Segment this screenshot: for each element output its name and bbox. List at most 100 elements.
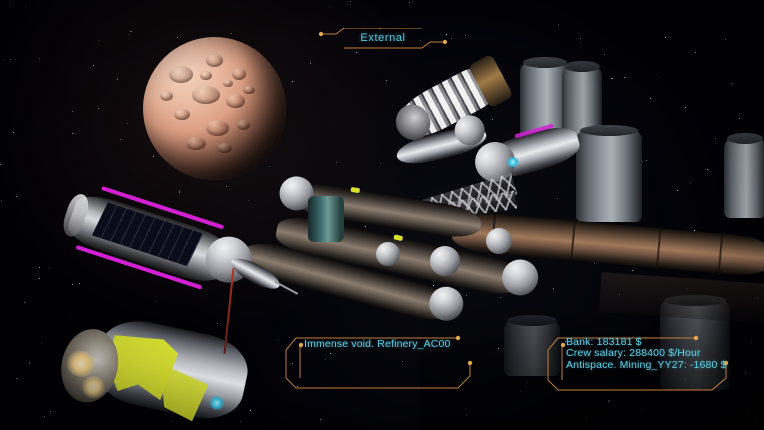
message-panel-frame [285,335,473,389]
star [751,342,753,343]
star [126,123,128,124]
star [641,410,643,412]
star [13,131,15,133]
star [178,191,181,193]
star [557,197,559,199]
star [0,200,2,201]
star [116,78,119,81]
star [153,155,155,157]
star [519,390,521,392]
star [98,108,100,110]
star [738,117,740,119]
star [689,181,691,183]
star [464,35,466,37]
stats-panel[interactable]: Bank: 183181 $ Crew salary: 288400 $/Hou… [544,328,740,394]
star [497,347,500,350]
star [724,39,726,41]
star [48,267,51,270]
star [71,284,73,285]
star [611,77,613,80]
star [71,110,73,112]
star [292,81,294,83]
star [677,189,679,191]
star [715,138,717,140]
star [747,413,749,415]
star [461,404,463,406]
title-frame [318,28,448,49]
star [349,0,351,2]
star [43,415,45,417]
star [309,62,312,65]
star [98,40,99,42]
stats-panel-frame [547,335,729,391]
planet-mars [143,37,286,180]
star [664,37,666,38]
star [658,77,660,79]
message-panel-text: Immense void. Refinery_AC00 [304,338,451,350]
star [225,186,227,188]
view-mode-label: External [360,32,406,44]
star [92,65,94,67]
message-panel[interactable]: Immense void. Refinery_AC00 [282,328,482,390]
star [335,161,337,163]
star [10,59,12,60]
star [380,163,382,165]
star [240,420,242,422]
star [649,98,651,100]
star [557,23,559,25]
node-sphere-1 [430,246,460,276]
star [25,6,27,8]
star [9,4,11,6]
star [38,278,40,280]
star [72,133,74,134]
star [744,372,747,374]
view-mode-title[interactable]: External [310,28,456,52]
star [120,138,121,140]
star [40,343,42,344]
star [623,76,625,78]
star [409,2,410,4]
star [695,51,697,53]
star [39,266,41,268]
star [645,160,647,161]
star [732,421,734,423]
star [730,83,732,85]
star [16,195,18,197]
star [580,41,582,43]
star [465,415,467,416]
stat-mining: Antispace. Mining_YY27: -1680 $ [566,358,727,371]
node-sphere-3 [486,228,512,254]
star [50,410,52,412]
star [28,362,31,364]
star [525,382,527,384]
star [278,339,280,341]
stats-panel-lines: Bank: 183181 $ Crew salary: 288400 $/Hou… [566,336,727,371]
star [3,59,5,61]
stat-crew-salary: Crew salary: 288400 $/Hour [566,347,701,360]
star [249,409,251,411]
star [177,37,179,39]
star [755,421,758,423]
star [707,169,708,171]
star [39,57,41,59]
star [130,30,132,33]
star [268,165,271,168]
star [603,53,605,55]
star [128,34,130,36]
station-green-tank [308,196,344,242]
star [355,52,357,54]
node-sphere-2 [376,242,400,266]
star [580,38,581,40]
star [585,417,587,419]
star [16,378,18,379]
star [386,80,388,82]
star [0,164,2,166]
star [328,6,330,8]
star [319,419,321,421]
star [79,282,81,284]
star [231,33,233,35]
stat-bank: Bank: 183181 $ [566,336,642,348]
star [685,106,687,108]
